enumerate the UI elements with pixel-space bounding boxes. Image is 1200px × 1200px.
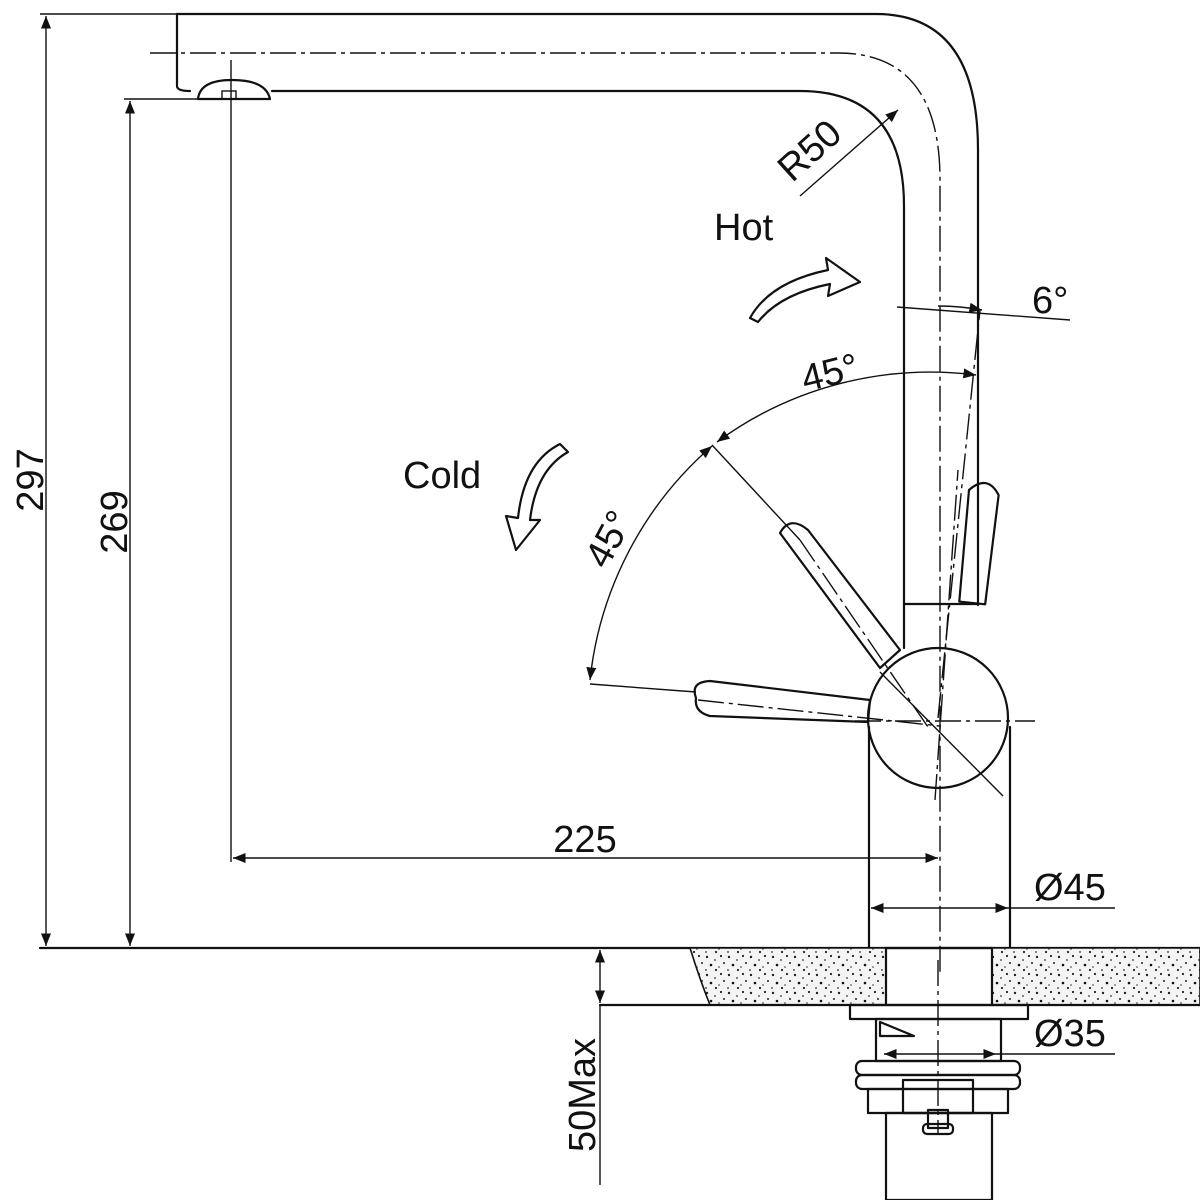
dim-upper-sweep-label: 45° [797,346,863,401]
hot-arrow-icon [748,256,862,324]
mounting-kit [848,946,1030,1200]
spout-inner-edge [270,89,906,650]
handle-lever-mid [778,522,931,731]
spout-end [175,12,192,93]
dim-total-height-label: 297 [10,448,52,511]
dim-reach-label: 225 [553,819,616,861]
spout-centerline [150,52,941,975]
dim-spout-height-label: 269 [94,490,136,553]
spout [150,12,980,975]
dim-lower-sweep [586,445,713,693]
dim-upper-sweep [711,368,977,541]
dim-body-diameter-label: Ø45 [1034,867,1106,909]
cold-label: Cold [403,455,481,497]
handle-lever-up [934,309,1000,801]
hot-label: Hot [714,207,774,249]
dim-tilt-angle-label: 6° [1032,280,1068,322]
cold-arrow-icon [504,442,570,552]
body [855,602,1035,950]
dim-total-height [40,13,177,946]
dim-lower-sweep-label: 45° [577,504,641,574]
dim-radius [799,109,899,197]
dim-tilt-angle [896,302,1071,321]
handle-lever-down [693,679,941,727]
dim-radius-label: R50 [770,112,850,190]
dim-max-deck-label: 50Max [562,1038,604,1152]
spout-outer-edge [175,12,980,607]
aerator [196,78,272,101]
dim-mount-diameter-label: Ø35 [1034,1013,1106,1055]
countertop [38,946,1200,1007]
dim-spout-height [124,98,198,946]
